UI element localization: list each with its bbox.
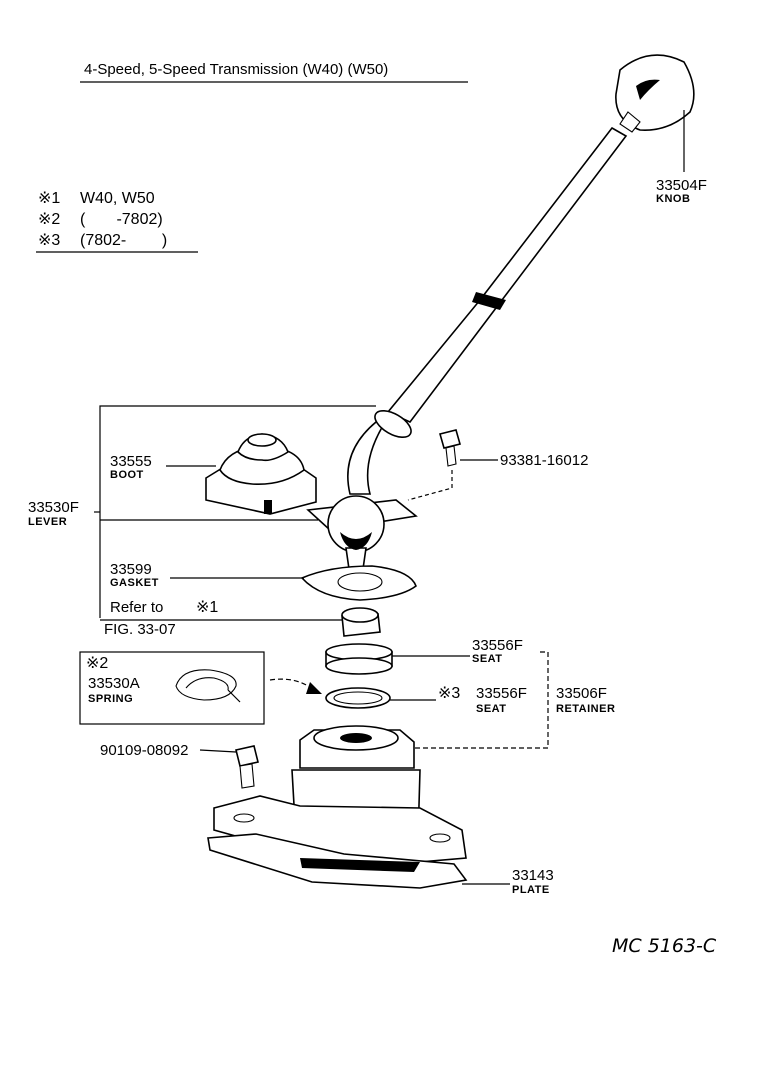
- boot-name: BOOT: [110, 469, 144, 481]
- refer-line2: FIG. 33-07: [104, 621, 176, 638]
- refer-line1: Refer to: [110, 599, 163, 616]
- spring-number: 33530A: [88, 675, 140, 692]
- spring-name: SPRING: [88, 693, 133, 705]
- diagram-title: 4-Speed, 5-Speed Transmission (W40) (W50…: [84, 61, 388, 78]
- notes-legend: ※1 W40, W50 ※2 ( -7802) ※3 (7802- ): [36, 190, 198, 253]
- knob-name: KNOB: [656, 193, 690, 205]
- lever-name: LEVER: [28, 516, 67, 528]
- gasket-illustration: [300, 565, 417, 601]
- note-2-text: ( -7802): [80, 211, 163, 228]
- note-2-mark: ※2: [38, 211, 60, 228]
- spring-mark: ※2: [86, 655, 108, 672]
- knob-illustration: [615, 54, 695, 133]
- gasket-number: 33599: [110, 561, 152, 578]
- retainer-name: RETAINER: [556, 703, 615, 715]
- bolt-bottom-illustration: [235, 745, 259, 789]
- spring-arrow: [269, 678, 315, 691]
- lever-ball-illustration: [306, 495, 418, 577]
- seat1-name: SEAT: [472, 653, 503, 665]
- seat2-number: 33556F: [476, 685, 527, 702]
- plate-number: 33143: [512, 867, 554, 884]
- seat2-name: SEAT: [476, 703, 507, 715]
- knob-number: 33504F: [656, 177, 707, 194]
- gasket-name: GASKET: [110, 577, 159, 589]
- bushing-illustration: [341, 607, 381, 637]
- bolt-bottom-number: 90109-08092: [100, 742, 188, 759]
- seat2-illustration: [325, 687, 391, 709]
- boot-number: 33555: [110, 453, 152, 470]
- bolt-top-number: 93381-16012: [500, 452, 588, 469]
- plate-illustration: [207, 833, 468, 889]
- boot-illustration: [205, 433, 317, 515]
- retainer-bracket: [412, 651, 549, 749]
- lever-shaft: [347, 126, 628, 495]
- plate-name: PLATE: [512, 884, 550, 896]
- bolt-top-dashed: [407, 470, 453, 501]
- bolt-top-illustration: [439, 429, 461, 467]
- seat1-illustration: [325, 643, 393, 675]
- bolt-bottom-leader: [199, 749, 237, 753]
- spring-box: ※2 33530A SPRING: [79, 651, 265, 725]
- lever-number: 33530F: [28, 499, 79, 516]
- seat1-number: 33556F: [472, 637, 523, 654]
- spring-arrowhead: [306, 682, 322, 694]
- note-1-mark: ※1: [38, 190, 60, 207]
- lever-bracket: [99, 405, 376, 618]
- note-3-text: (7802- ): [80, 232, 167, 249]
- refer-mark: ※1: [196, 599, 218, 616]
- retainer-number: 33506F: [556, 685, 607, 702]
- note-3-mark: ※3: [38, 232, 60, 249]
- seat2-mark: ※3: [438, 685, 460, 702]
- drawing-code: MC 5163-C: [612, 935, 717, 957]
- note-1-text: W40, W50: [80, 190, 155, 207]
